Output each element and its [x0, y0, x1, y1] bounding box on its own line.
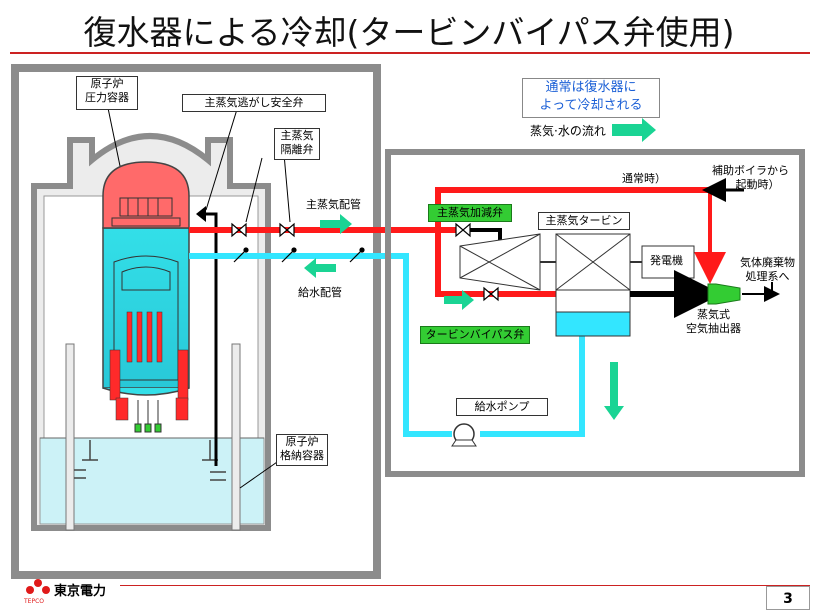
msiv-label-line1: 主蒸気 [280, 129, 314, 142]
rpv-label-line1: 原子炉 [90, 77, 124, 90]
aux-boiler-line1: 補助ボイラから [712, 164, 789, 177]
rpv-upper [102, 161, 190, 229]
reactor-building-wall [11, 64, 381, 579]
ejector-line2: 空気抽出器 [686, 322, 741, 335]
ejector-line1: 蒸気式 [697, 308, 730, 321]
srv-label-box: 主蒸気逃がし安全弁 [182, 94, 326, 112]
control-valve-label-box: 主蒸気加減弁 [428, 204, 512, 222]
feedwater-line [189, 253, 452, 437]
footer-divider [120, 585, 810, 586]
pcv-label-box: 原子炉 格納容器 [276, 434, 328, 466]
cooling-note: 通常は復水器に よって冷却される [522, 78, 660, 118]
recirculation-loops [109, 349, 189, 421]
flow-legend-label: 蒸気·水の流れ [530, 124, 606, 138]
srv-discharge-line [204, 212, 218, 466]
srv-valve [196, 206, 206, 222]
gaseous-waste-line2: 処理系へ [745, 270, 790, 283]
msiv-label-box: 主蒸気 隔離弁 [274, 128, 320, 160]
page-title: 復水器による冷却(タービンバイパス弁使用) [83, 13, 735, 52]
cooling-note-line1: 通常は復水器に [545, 80, 637, 95]
title-divider [10, 52, 810, 54]
suppression-pool [39, 437, 265, 525]
rpv-label-box: 原子炉 圧力容器 [76, 76, 138, 110]
generator-label: 発電機 [650, 254, 683, 267]
bypass-valve-label: タービンバイパス弁 [425, 328, 525, 341]
main-steam-pipe-label: 主蒸気配管 [306, 198, 361, 211]
feedwater-pipe-label: 給水配管 [298, 286, 342, 299]
pedestal-left [65, 343, 75, 531]
steam-dryer [111, 197, 181, 227]
pcv-label-line1: 原子炉 [285, 435, 319, 448]
aux-boiler-line2: 起動時） [735, 178, 780, 191]
core-shroud [113, 255, 179, 381]
page-number: 3 [766, 586, 810, 610]
tepco-wordmark: TEPCO [24, 598, 44, 605]
control-rod-drives [134, 400, 162, 433]
hp-turbine [459, 233, 541, 291]
pcv-label-line2: 格納容器 [280, 449, 324, 462]
srv-label: 主蒸気逃がし安全弁 [204, 96, 304, 109]
leader-lines [107, 105, 291, 489]
msiv-label-line2: 隔離弁 [280, 143, 314, 156]
condenser-water [555, 311, 631, 337]
cooling-note-line2: よって冷却される [539, 98, 643, 113]
msiv-valves [231, 222, 499, 302]
fuel-rods [126, 311, 163, 363]
bypass-valve-label-box: タービンバイパス弁 [420, 326, 530, 344]
company-name: 東京電力 [54, 584, 107, 599]
turbine-label: 主蒸気タービン [545, 214, 623, 227]
rpv-label-line2: 圧力容器 [85, 91, 129, 104]
gaseous-waste-line1: 気体廃棄物 [740, 256, 795, 269]
turbine-building-wall [385, 149, 805, 477]
bypass-line [435, 230, 556, 297]
air-ejector [707, 283, 741, 305]
check-valves [233, 247, 365, 263]
normal-label: 通常時） [622, 172, 666, 185]
feed-pump-label: 給水ポンプ [474, 400, 530, 413]
ejector-label: 蒸気式 空気抽出器 [686, 308, 741, 336]
aux-boiler-label: 補助ボイラから 起動時） [712, 164, 789, 192]
gaseous-waste-label: 気体廃棄物 処理系へ [740, 256, 795, 284]
feed-pump-label-box: 給水ポンプ [456, 398, 548, 416]
tepco-logo-mark [26, 579, 50, 594]
feedwater-from-condenser [480, 336, 585, 437]
turbine-label-box: 主蒸気タービン [538, 212, 630, 230]
control-valve-label: 主蒸気加減弁 [437, 206, 503, 219]
flow-arrows [304, 118, 656, 420]
pedestal-right [231, 343, 241, 531]
